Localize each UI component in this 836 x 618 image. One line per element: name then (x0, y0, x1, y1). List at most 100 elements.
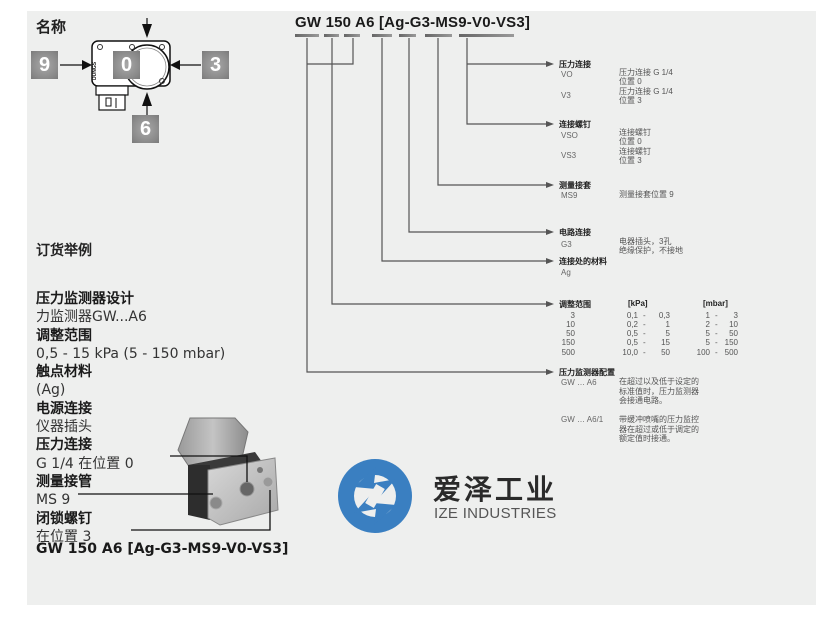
connector-line-material (381, 38, 548, 262)
range-size: 500 (561, 348, 575, 357)
connector-line-electrical (408, 38, 548, 233)
connector-line-config (306, 38, 548, 373)
config-desc: 在超过以及低于设定的标准值时，压力监测器会接通电路。 (619, 377, 699, 405)
option-desc: 连接螺钉位置 0 (619, 128, 651, 146)
code-segment-underline (372, 34, 392, 37)
option-heading-measuring-nipple: 测量接套 (559, 181, 591, 190)
callout-line-pressure (170, 455, 248, 482)
option-code: VS3 (561, 151, 577, 160)
order-label: 测量接管 (36, 473, 92, 490)
device-brand: DUNGS (92, 61, 98, 80)
config-heading: 压力监测器配置 (559, 368, 615, 377)
connector-line-range (331, 38, 548, 305)
option-code: VO (561, 70, 573, 79)
range-mbar-max: 150 (724, 338, 738, 347)
position-0-label: 0 (113, 51, 140, 79)
arrowhead-icon (546, 369, 554, 375)
option-heading-material: 连接处的材料 (559, 257, 607, 266)
range-kpa-max: 0,3 (658, 311, 670, 320)
arrowhead-icon (546, 182, 554, 188)
order-label: 触点材料 (36, 364, 92, 381)
arrowhead-icon (546, 229, 554, 235)
option-code: VSO (561, 131, 578, 140)
option-heading-connecting-screw: 连接螺钉 (559, 120, 591, 129)
type-code-title: GW 150 A6 [Ag-G3-MS9-V0-VS3] (295, 14, 531, 31)
range-size: 3 (570, 311, 575, 320)
arrowhead-icon (546, 61, 554, 67)
range-kpa-min: 0,2 (626, 320, 638, 329)
arrow-bottom-icon (142, 92, 152, 106)
order-value: 仪器插头 (36, 419, 92, 436)
order-label: 调整范围 (36, 327, 92, 344)
range-mbar-min: 100 (696, 348, 710, 357)
order-label: 压力监测器设计 (36, 291, 134, 307)
range-dash: - (643, 329, 646, 338)
code-segment-underline (399, 34, 416, 37)
order-label: 闭锁螺钉 (36, 510, 92, 527)
range-mbar-max: 3 (733, 311, 738, 320)
position-6-label: 6 (132, 115, 159, 143)
order-label: 电源连接 (36, 400, 92, 417)
housing-photo (188, 465, 210, 520)
order-value: (Ag) (36, 382, 66, 399)
config-code: GW … A6 (561, 378, 597, 387)
option-desc: 连接螺钉位置 3 (619, 147, 651, 165)
range-kpa-min: 0,1 (626, 311, 638, 320)
callout-line-screw (131, 490, 271, 531)
code-segment-underline (295, 34, 319, 37)
ize-logo-icon (338, 459, 412, 533)
option-desc: 测量接套位置 9 (619, 190, 674, 199)
order-value: MS 9 (36, 492, 71, 509)
range-dash: - (715, 338, 718, 347)
range-kpa-min: 0,5 (626, 329, 638, 338)
order-example-list: 压力监测器设计 力监测器GW...A6 调整范围 0,5 - 15 kPa (5… (36, 290, 225, 546)
arrow-right-icon (170, 60, 180, 70)
content-panel (27, 11, 816, 605)
range-kpa-max: 1 (665, 320, 670, 329)
range-dash: - (715, 329, 718, 338)
option-code: Ag (561, 268, 571, 277)
range-mbar-max: 50 (729, 329, 738, 338)
range-size: 10 (566, 320, 575, 329)
range-mbar-min: 2 (705, 320, 710, 329)
code-segment-underline (324, 34, 339, 37)
order-value: 力监测器GW...A6 (36, 309, 147, 326)
arrowhead-icon (546, 301, 554, 307)
range-dash: - (643, 338, 646, 347)
range-mbar-min: 5 (705, 329, 710, 338)
range-dash: - (643, 348, 646, 357)
watermark-name-en: IZE INDUSTRIES (434, 505, 557, 522)
position-9-label: 9 (31, 51, 58, 79)
order-final-code: GW 150 A6 [Ag-G3-MS9-V0-VS3] (36, 541, 289, 557)
arrowhead-icon (546, 258, 554, 264)
range-heading: 调整范围 (559, 300, 591, 309)
range-kpa-min: 0,5 (626, 338, 638, 347)
config-desc: 带缓冲喷嘴的压力监控器在超过或低于调定的额定值时接通。 (619, 415, 699, 443)
range-dash: - (715, 320, 718, 329)
order-example-heading: 订货举例 (36, 243, 92, 259)
config-code: GW … A6/1 (561, 415, 604, 424)
arrow-left-icon (82, 60, 92, 70)
watermark-name-cn: 爱泽工业 (433, 473, 558, 506)
name-heading: 名称 (36, 19, 67, 36)
range-dash: - (643, 311, 646, 320)
range-size: 50 (566, 329, 575, 338)
range-size: 150 (561, 338, 575, 347)
connector-line-screw (466, 38, 548, 125)
option-code: G3 (561, 240, 572, 249)
range-kpa-max: 5 (665, 329, 670, 338)
range-col-mbar: [mbar] (703, 299, 728, 308)
arrow-top-icon (142, 24, 152, 38)
range-kpa-max: 15 (661, 338, 670, 347)
option-code: V3 (561, 91, 571, 100)
code-segment-underline (344, 34, 360, 37)
range-kpa-min: 10,0 (622, 348, 638, 357)
range-dash: - (643, 320, 646, 329)
range-mbar-min: 5 (705, 338, 710, 347)
range-dash: - (715, 311, 718, 320)
code-segment-underline (459, 34, 514, 37)
